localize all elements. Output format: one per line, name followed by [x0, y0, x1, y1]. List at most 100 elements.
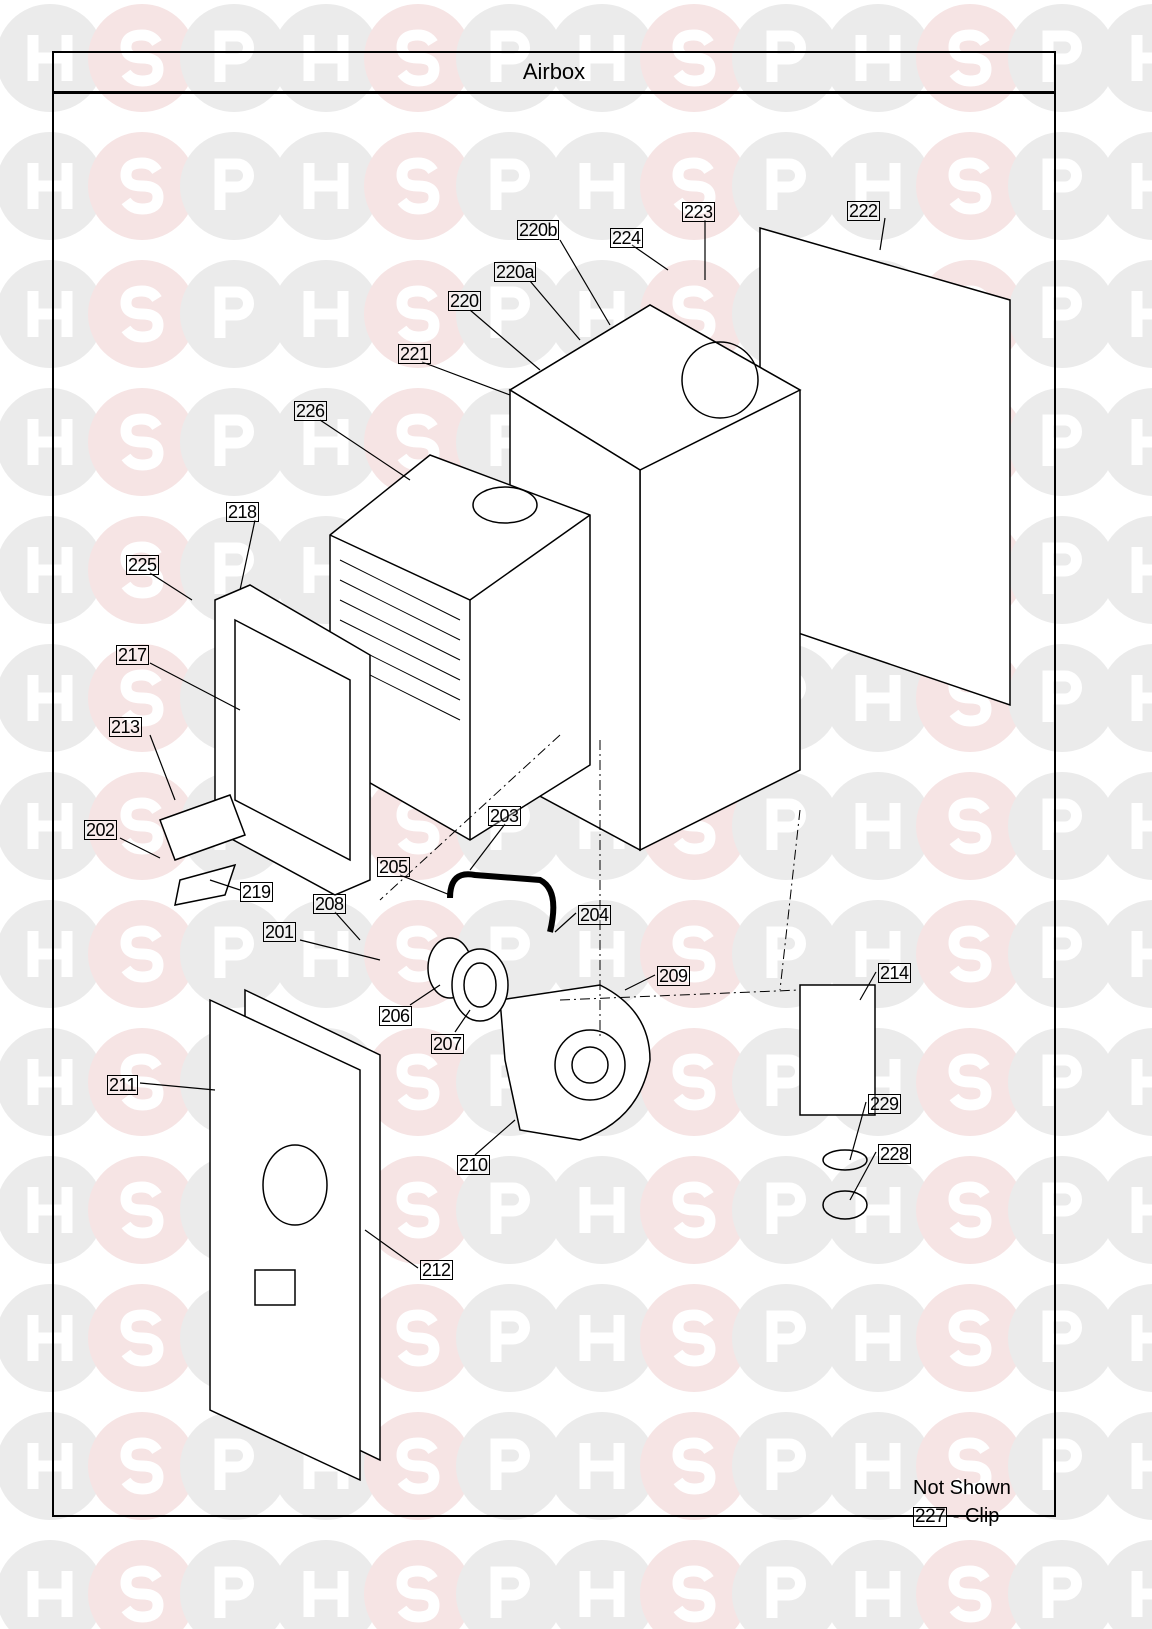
watermark-letter-s-icon [396, 1053, 440, 1111]
watermark-badge [1008, 388, 1116, 496]
watermark-badge [1008, 1284, 1116, 1392]
watermark-letter-p-icon [490, 1566, 530, 1618]
watermark-badge [1100, 1284, 1152, 1392]
watermark-letter-s-icon [948, 925, 992, 983]
part-label-204[interactable]: 204 [578, 905, 611, 925]
part-label-201[interactable]: 201 [263, 922, 296, 942]
part-label-227[interactable]: 227 [913, 1506, 948, 1527]
watermark-badge [1100, 1412, 1152, 1520]
watermark-badge [88, 516, 196, 624]
part-label-203[interactable]: 203 [488, 806, 521, 826]
part-label-222[interactable]: 222 [847, 201, 880, 221]
part-label-202[interactable]: 202 [84, 820, 117, 840]
watermark-letter-h-icon [579, 163, 625, 209]
watermark-letter-p-icon [214, 1438, 254, 1490]
watermark-letter-p-icon [490, 1438, 530, 1490]
watermark-letter-s-icon [948, 1437, 992, 1495]
part-label-214[interactable]: 214 [878, 963, 911, 983]
watermark-badge [364, 1156, 472, 1264]
watermark-letter-p-icon [1042, 798, 1082, 850]
part-label-229[interactable]: 229 [868, 1094, 901, 1114]
watermark-badge [456, 1284, 564, 1392]
watermark-letter-h-icon [27, 35, 73, 81]
watermark-badge [180, 1412, 288, 1520]
watermark-letter-p-icon [766, 798, 806, 850]
watermark-badge [456, 132, 564, 240]
watermark-badge [732, 1540, 840, 1629]
part-label-208[interactable]: 208 [313, 894, 346, 914]
watermark-badge [1100, 260, 1152, 368]
part-label-217[interactable]: 217 [116, 645, 149, 665]
watermark-badge [548, 1284, 656, 1392]
watermark-letter-s-icon [396, 157, 440, 215]
part-label-224[interactable]: 224 [610, 228, 643, 248]
watermark-badge [88, 644, 196, 752]
fan-209 [499, 984, 651, 1141]
part-label-207[interactable]: 207 [431, 1034, 464, 1054]
watermark-badge [88, 132, 196, 240]
part-label-220b[interactable]: 220b [517, 220, 560, 240]
watermark-letter-p-icon [1042, 926, 1082, 978]
watermark-letter-s-icon [948, 1181, 992, 1239]
watermark-badge [364, 1412, 472, 1520]
watermark-badge [640, 1284, 748, 1392]
watermark-letter-p-icon [214, 926, 254, 978]
watermark-letter-s-icon [672, 1565, 716, 1623]
watermark-letter-p-icon [766, 1566, 806, 1618]
part-label-223[interactable]: 223 [682, 202, 715, 222]
watermark-letter-s-icon [396, 1181, 440, 1239]
watermark-badge [824, 644, 932, 752]
watermark-badge [732, 772, 840, 880]
watermark-badge [180, 388, 288, 496]
part-label-211[interactable]: 211 [107, 1075, 139, 1095]
part-label-225[interactable]: 225 [126, 555, 159, 575]
watermark-letter-h-icon [27, 1315, 73, 1361]
watermark-badge [824, 900, 932, 1008]
watermark-badge [0, 132, 104, 240]
watermark-letter-p-icon [214, 30, 254, 82]
part-label-213[interactable]: 213 [109, 717, 142, 737]
watermark-badge [1100, 516, 1152, 624]
watermark-letter-h-icon [1131, 547, 1152, 593]
watermark-badge [364, 1540, 472, 1629]
part-label-221[interactable]: 221 [398, 344, 431, 364]
watermark-letter-s-icon [120, 1437, 164, 1495]
watermark-badge [1008, 132, 1116, 240]
watermark-badge [732, 4, 840, 112]
watermark-badge [456, 4, 564, 112]
part-label-220a[interactable]: 220a [494, 262, 537, 282]
watermark-badge [88, 1028, 196, 1136]
watermark-letter-h-icon [303, 931, 349, 977]
watermark-letter-s-icon [672, 925, 716, 983]
part-label-228[interactable]: 228 [878, 1144, 911, 1164]
watermark-badge [824, 1156, 932, 1264]
part-label-209[interactable]: 209 [657, 966, 690, 986]
watermark-letter-s-icon [672, 1181, 716, 1239]
watermark-badge [1100, 772, 1152, 880]
part-label-219[interactable]: 219 [240, 882, 273, 902]
watermark-letter-h-icon [27, 931, 73, 977]
part-label-212[interactable]: 212 [420, 1260, 453, 1280]
watermark-letter-h-icon [1131, 291, 1152, 337]
watermark-letter-h-icon [1131, 35, 1152, 81]
part-label-210[interactable]: 210 [457, 1155, 490, 1175]
part-label-206[interactable]: 206 [379, 1006, 412, 1026]
part-label-220[interactable]: 220 [448, 291, 481, 311]
part-label-205[interactable]: 205 [377, 857, 410, 877]
watermark-badge [548, 132, 656, 240]
watermark-badge [0, 1540, 104, 1629]
watermark-badge [916, 900, 1024, 1008]
watermark-letter-p-icon [214, 542, 254, 594]
part-label-218[interactable]: 218 [226, 502, 259, 522]
watermark-letter-s-icon [120, 413, 164, 471]
watermark-letter-h-icon [27, 163, 73, 209]
watermark-badge [548, 1540, 656, 1629]
part-227-description: - Clip [947, 1505, 1000, 1527]
watermark-badge [364, 4, 472, 112]
watermark-badge [272, 1540, 380, 1629]
part-label-226[interactable]: 226 [294, 401, 327, 421]
watermark-letter-s-icon [672, 29, 716, 87]
watermark-letter-h-icon [855, 803, 901, 849]
watermark-badge [916, 1412, 1024, 1520]
watermark-letter-p-icon [490, 1310, 530, 1362]
